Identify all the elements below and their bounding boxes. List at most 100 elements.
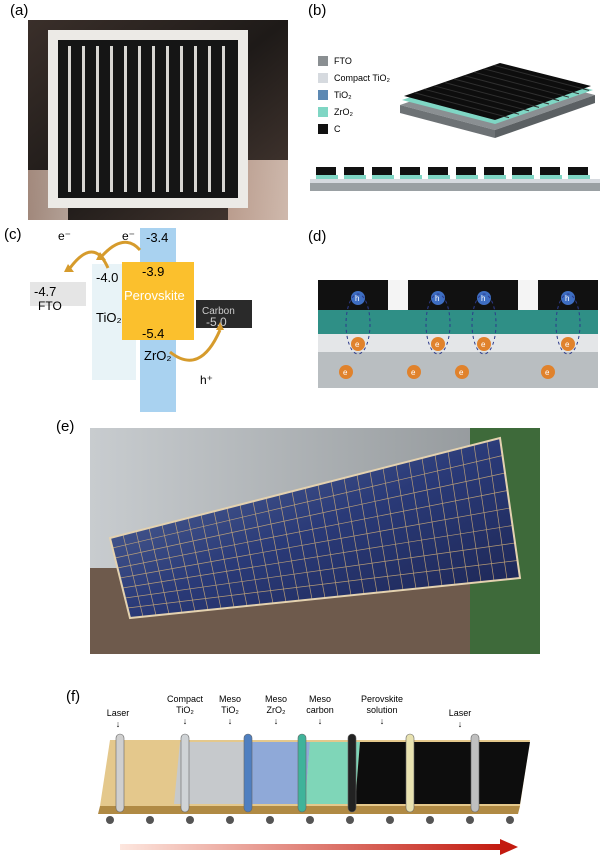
electron-symbol: e [481, 340, 486, 349]
conveyor-wheel [306, 816, 314, 824]
hole-symbol: h [481, 294, 485, 303]
perovskite-band [122, 262, 194, 340]
zro2-label: ZrO₂ [144, 348, 171, 363]
panel-label-f: (f) [66, 688, 81, 705]
conveyor-wheel [346, 816, 354, 824]
solar-array-photo [90, 428, 540, 654]
panel-label-e: (e) [56, 418, 75, 435]
cell-stripe [194, 46, 197, 192]
cell-carbon [568, 167, 588, 175]
electron-carrier [431, 337, 445, 351]
e-label-1: e⁻ [58, 229, 71, 243]
hole-symbol: h [355, 294, 359, 303]
process-step-label: Laser ↓ [106, 708, 130, 729]
tio2-label: TiO₂ [96, 310, 122, 325]
legend-item: ZrO₂ [318, 103, 408, 120]
cell-carbon [512, 167, 532, 175]
carbon-level-value: -5.0 [206, 315, 227, 329]
fto-level-value: -4.7 [34, 284, 56, 299]
hole-carrier [431, 291, 445, 305]
process-step-label: Perovskite solution ↓ [360, 694, 404, 726]
electron-carrier [351, 337, 365, 351]
cell-carbon [540, 167, 560, 175]
conveyor-wheel [426, 816, 434, 824]
device-schematic-3d [400, 63, 595, 138]
scribe-line [463, 75, 560, 102]
legend-item: TiO₂ [318, 86, 408, 103]
cell-stripe [138, 46, 141, 192]
module-photo [28, 20, 288, 220]
cell-line [114, 472, 506, 559]
scribe-line [433, 85, 530, 112]
hole-arrow [169, 329, 222, 362]
cell-zro2 [400, 175, 422, 179]
conveyor-wheel [106, 816, 114, 824]
cell-zro2 [512, 175, 534, 179]
hole-carrier [477, 291, 491, 305]
legend-item: FTO [318, 52, 408, 69]
process-step-label: Meso carbon ↓ [306, 694, 334, 726]
electron-symbol: e [459, 368, 464, 377]
coating-roller [297, 733, 307, 813]
cell-zro2 [344, 175, 366, 179]
legend-label: C [334, 123, 341, 134]
cell-carbon [316, 167, 336, 175]
cell-stripe [152, 46, 155, 192]
cell-stripe [96, 46, 99, 192]
transport-path [471, 293, 497, 355]
legend-swatch [318, 123, 328, 134]
legend-label: ZrO₂ [334, 106, 353, 117]
e-label-2: e⁻ [122, 229, 135, 243]
electron-symbol: e [355, 340, 360, 349]
cell-stripe [222, 46, 225, 192]
process-step-label: Laser ↓ [448, 708, 472, 729]
cell-stripe [110, 46, 113, 192]
transport-path [345, 293, 371, 355]
conveyor-wheel [466, 816, 474, 824]
hole-symbol: h [435, 294, 439, 303]
panel-label-c: (c) [4, 226, 22, 243]
panel-label-a: (a) [10, 2, 29, 19]
legend-swatch [318, 72, 328, 83]
legend-swatch [318, 89, 328, 100]
conveyor-wheel [226, 816, 234, 824]
perov-bottom-level: -5.4 [142, 326, 164, 341]
cell-carbon [428, 167, 448, 175]
legend-swatch [318, 106, 328, 117]
energy-level-diagram: e⁻ e⁻ -3.4 -4.0 -3.9 Perovskite -4.7 FTO… [30, 228, 252, 412]
cell-line [117, 490, 508, 569]
fto-label: FTO [38, 299, 62, 313]
cell-line [124, 542, 516, 599]
perov-top-level: -3.9 [142, 264, 164, 279]
cell-zro2 [456, 175, 478, 179]
cell-carbon [400, 167, 420, 175]
device-cross-section [310, 167, 600, 191]
electron-symbol: e [343, 368, 348, 377]
legend-swatch [318, 55, 328, 66]
conveyor-wheel [186, 816, 194, 824]
electron-symbol: e [565, 340, 570, 349]
cell-stripe [208, 46, 211, 192]
cell-stripe [180, 46, 183, 192]
scribe-line [483, 68, 580, 95]
panel-label-b: (b) [308, 2, 327, 19]
process-step-label: Meso TiO₂ ↓ [218, 694, 241, 726]
cell-stripe [166, 46, 169, 192]
cell-zro2 [372, 175, 394, 179]
legend-label: Compact TiO₂ [334, 72, 391, 83]
conveyor-wheel [386, 816, 394, 824]
electron-carrier [407, 365, 421, 379]
cell-carbon [372, 167, 392, 175]
electron-symbol: e [545, 368, 550, 377]
scribe-line [413, 92, 510, 119]
electron-carrier [477, 337, 491, 351]
electron-carrier [339, 365, 353, 379]
process-step-label: Compact TiO₂ ↓ [166, 694, 203, 726]
hole-carrier [561, 291, 575, 305]
coating-roller [470, 733, 480, 813]
perov-label: Perovskite [124, 288, 185, 303]
cell-stripe [124, 46, 127, 192]
conveyor-wheel [266, 816, 274, 824]
scribe-line [423, 88, 520, 115]
